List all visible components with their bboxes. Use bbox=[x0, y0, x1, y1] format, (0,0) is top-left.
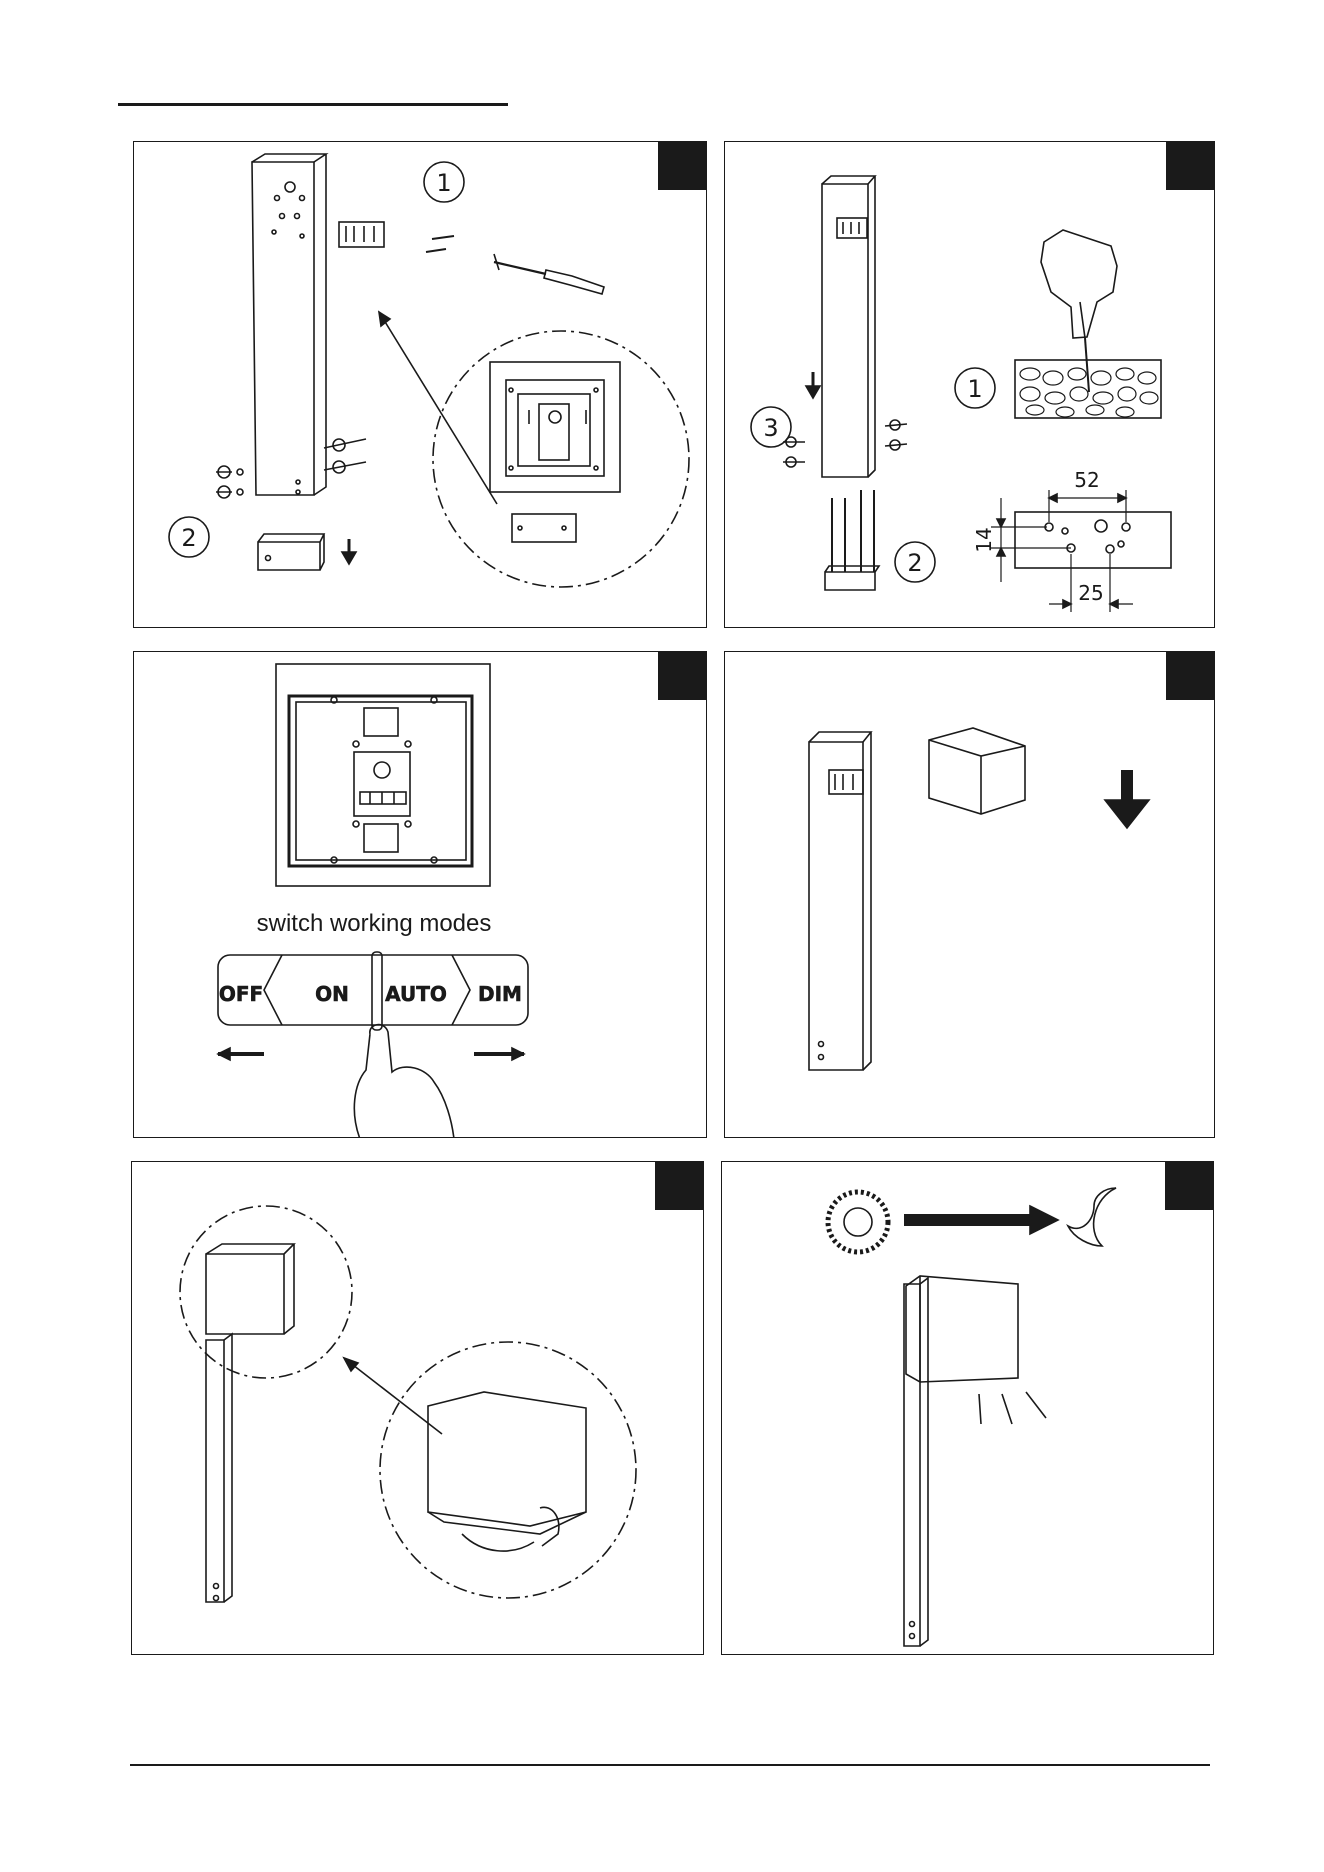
dimension-side-label: 14 bbox=[972, 527, 996, 552]
panel-head-detail bbox=[131, 1161, 704, 1655]
lamp-head-cube bbox=[906, 1276, 1018, 1382]
screw-set-right bbox=[885, 420, 907, 450]
detail-housing bbox=[490, 362, 620, 492]
mode-label-dim: DIM bbox=[478, 982, 522, 1006]
drilling-illustration: 1 2 3 52 25 14 bbox=[725, 142, 1215, 628]
mounting-template bbox=[1015, 512, 1171, 568]
screw-set-right bbox=[324, 439, 366, 473]
mode-title: switch working modes bbox=[224, 910, 524, 938]
light-rays bbox=[979, 1392, 1046, 1424]
mode-label-auto: AUTO bbox=[385, 982, 447, 1006]
lamp-head-cube bbox=[206, 1244, 294, 1334]
lamp-head-zoom bbox=[428, 1392, 586, 1526]
panel-assembly-mount: 1 2 bbox=[133, 141, 707, 628]
screwdriver-icon bbox=[494, 262, 546, 274]
step-two-label: 2 bbox=[907, 549, 922, 577]
panel-dusk-dawn bbox=[721, 1161, 1214, 1655]
lamp-head-cube bbox=[929, 728, 1025, 814]
base-box bbox=[258, 534, 324, 570]
mode-separator bbox=[452, 955, 470, 1025]
detail-circle bbox=[433, 331, 689, 587]
step-three-label: 3 bbox=[763, 414, 778, 442]
assembly-illustration: 1 2 bbox=[134, 142, 707, 628]
mode-slider bbox=[372, 952, 382, 1030]
screw-set-left bbox=[783, 437, 805, 467]
anchor-bolts bbox=[832, 490, 874, 572]
control-plate-icon bbox=[837, 218, 867, 238]
control-plate-icon bbox=[829, 770, 863, 794]
dimension-bottom-label: 25 bbox=[1078, 581, 1103, 605]
head-detail-illustration bbox=[132, 1162, 704, 1655]
panel-attach-head bbox=[724, 651, 1215, 1138]
lamp-head-illustration bbox=[725, 652, 1215, 1138]
step-two-label: 2 bbox=[181, 524, 196, 552]
post-body bbox=[252, 162, 314, 495]
post-body bbox=[809, 742, 863, 1070]
detail-circle-large bbox=[380, 1342, 636, 1598]
base-box bbox=[825, 566, 879, 590]
dimension-top-label: 52 bbox=[1074, 468, 1099, 492]
screw-icon bbox=[426, 236, 454, 252]
post-body bbox=[206, 1340, 224, 1602]
panel-drill-mount: 1 2 3 52 25 14 bbox=[724, 141, 1215, 628]
hand-icon bbox=[354, 1025, 454, 1138]
mode-separator bbox=[264, 955, 282, 1025]
panel-switch-modes: OFF ON AUTO DIM switch working modes bbox=[133, 651, 707, 1138]
header-rule bbox=[118, 103, 508, 106]
post-body bbox=[822, 184, 868, 477]
mode-label-on: ON bbox=[315, 982, 349, 1006]
step-one-label: 1 bbox=[436, 169, 451, 197]
rotate-arrow bbox=[462, 1534, 534, 1551]
mode-label-off: OFF bbox=[219, 982, 263, 1006]
control-board-illustration: OFF ON AUTO DIM bbox=[134, 652, 707, 1138]
leader-line bbox=[379, 312, 497, 504]
moon-icon bbox=[1068, 1188, 1116, 1246]
drill-icon bbox=[1041, 230, 1117, 338]
screw-set-left bbox=[216, 466, 243, 498]
dusk-dawn-illustration bbox=[722, 1162, 1214, 1655]
step-one-label: 1 bbox=[967, 375, 982, 403]
footer-rule bbox=[130, 1764, 1210, 1766]
sun-icon bbox=[844, 1208, 872, 1236]
